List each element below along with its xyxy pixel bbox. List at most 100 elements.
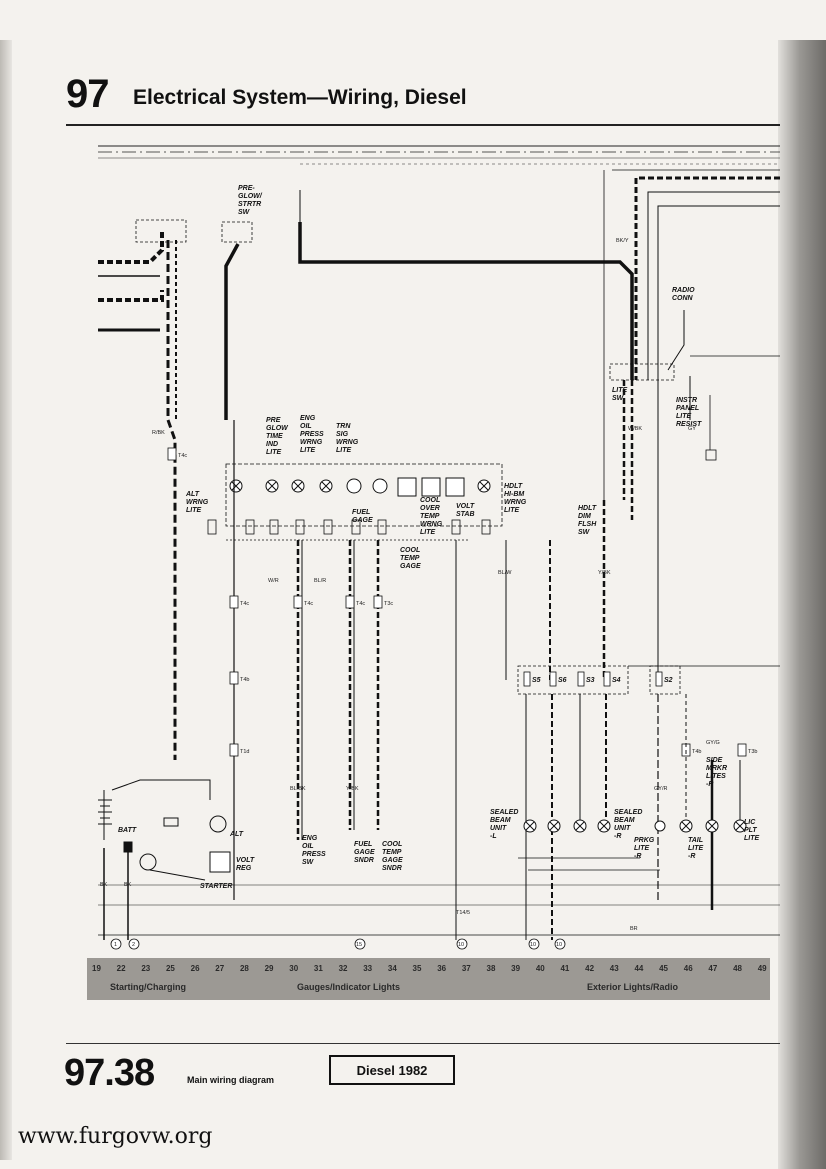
svg-text:SEALED: SEALED	[614, 809, 642, 816]
svg-text:COOL: COOL	[400, 547, 420, 554]
lite-sw-label: LITE SW	[612, 387, 627, 402]
svg-text:-R: -R	[614, 833, 621, 840]
svg-text:LITE: LITE	[420, 529, 435, 536]
svg-text:WRNG: WRNG	[420, 521, 443, 528]
svg-text:LITE: LITE	[336, 447, 351, 454]
track-number: 37	[461, 964, 471, 973]
track-number: 40	[535, 964, 545, 973]
svg-text:OIL: OIL	[300, 423, 312, 430]
track-number: 46	[683, 964, 693, 973]
svg-text:SEALED: SEALED	[490, 809, 518, 816]
track-band	[87, 958, 770, 1000]
cluster-lamps	[229, 477, 491, 497]
svg-text:COOL: COOL	[420, 497, 440, 504]
svg-text:LITE: LITE	[634, 845, 649, 852]
svg-text:DIM: DIM	[578, 513, 591, 520]
track-number: 44	[634, 964, 644, 973]
svg-text:CONN: CONN	[672, 295, 694, 302]
svg-text:2: 2	[132, 942, 135, 948]
svg-text:COOL: COOL	[382, 841, 402, 848]
svg-text:TIME: TIME	[266, 433, 283, 440]
track-number: 26	[190, 964, 200, 973]
svg-text:BL/W: BL/W	[498, 570, 512, 576]
track-number: 45	[659, 964, 668, 973]
svg-text:GAGE: GAGE	[382, 857, 403, 864]
svg-text:GY/G: GY/G	[706, 740, 720, 746]
svg-text:Y/BK: Y/BK	[346, 786, 359, 792]
section-starting: Starting/Charging	[110, 982, 186, 992]
svg-text:ENG: ENG	[300, 415, 316, 422]
svg-text:10: 10	[458, 942, 464, 948]
svg-text:-R: -R	[634, 853, 641, 860]
svg-text:T3b: T3b	[748, 749, 757, 755]
svg-text:PRESS: PRESS	[302, 851, 326, 858]
svg-text:BL/R: BL/R	[314, 578, 326, 584]
svg-text:S6: S6	[558, 677, 567, 684]
track-number: 34	[387, 964, 397, 973]
svg-text:R/BK: R/BK	[152, 430, 165, 436]
svg-text:LITE: LITE	[744, 835, 759, 842]
track-number: 36	[437, 964, 447, 973]
svg-text:PRKG: PRKG	[634, 837, 655, 844]
section-labels: Starting/Charging Gauges/Indicator Light…	[92, 982, 767, 994]
binding-shadow-right	[778, 40, 826, 1169]
svg-text:GY: GY	[688, 426, 696, 432]
svg-text:HI-BM: HI-BM	[504, 491, 524, 498]
cluster-resistors	[207, 519, 491, 535]
fuse-panel	[517, 665, 780, 695]
binding-shadow-left	[0, 40, 12, 1160]
svg-text:PRE: PRE	[266, 417, 281, 424]
lower-wires	[98, 694, 780, 940]
svg-text:BATT: BATT	[118, 827, 137, 834]
svg-text:GAGE: GAGE	[400, 563, 421, 570]
exterior-lamps	[523, 819, 747, 833]
header-rule	[66, 124, 780, 126]
svg-text:GLOW: GLOW	[266, 425, 289, 432]
track-number: 43	[609, 964, 619, 973]
ground-labels: 1 2 15 10 10 10	[114, 942, 562, 948]
svg-text:T3c: T3c	[384, 601, 393, 607]
svg-text:WRNG: WRNG	[300, 439, 323, 446]
svg-text:T4c: T4c	[356, 601, 365, 607]
track-number: 29	[264, 964, 274, 973]
svg-text:IND: IND	[266, 441, 278, 448]
svg-text:PRESS: PRESS	[300, 431, 324, 438]
svg-text:RESIST: RESIST	[676, 421, 702, 428]
svg-text:BK: BK	[124, 882, 132, 888]
svg-text:WRNG: WRNG	[336, 439, 359, 446]
track-number: 35	[412, 964, 422, 973]
wiring-diagram: PRE- GLOW/ STRTR SW RADIO CONN LITE SW	[98, 145, 780, 950]
svg-text:BK/Y: BK/Y	[616, 238, 629, 244]
track-number: 33	[363, 964, 373, 973]
svg-text:SNDR: SNDR	[382, 865, 402, 872]
svg-text:Y/BK: Y/BK	[598, 570, 611, 576]
charging-labels: BATT ALT VOLT REG STARTER ENGOILPRESSSW …	[118, 827, 403, 890]
footer-rule	[66, 1043, 780, 1044]
svg-text:GY/R: GY/R	[654, 786, 667, 792]
svg-text:ENG: ENG	[302, 835, 318, 842]
svg-text:FUEL: FUEL	[354, 841, 372, 848]
svg-text:WRNG: WRNG	[504, 499, 527, 506]
charging-components	[98, 779, 231, 940]
svg-text:S2: S2	[664, 677, 673, 684]
track-number: 22	[116, 964, 126, 973]
wire-code-labels: BK/Y R/BK W/BK Y/BK W/R BL/R BL/W BL/BK …	[100, 238, 720, 932]
track-number: 31	[313, 964, 323, 973]
track-number: 23	[141, 964, 151, 973]
svg-text:T4c: T4c	[178, 453, 187, 459]
svg-text:LITE: LITE	[688, 845, 703, 852]
svg-text:MRKR: MRKR	[706, 765, 727, 772]
page-title: Electrical System—Wiring, Diesel	[133, 86, 467, 109]
svg-text:SIG: SIG	[336, 431, 349, 438]
ground-points	[110, 938, 566, 950]
svg-text:REG: REG	[236, 865, 252, 872]
svg-text:GAGE: GAGE	[352, 517, 373, 524]
svg-text:SW: SW	[612, 395, 625, 402]
svg-text:-R: -R	[688, 853, 695, 860]
instr-panel-label: INSTR PANEL LITE RESIST	[676, 397, 702, 428]
svg-text:BEAM: BEAM	[490, 817, 511, 824]
svg-text:PLT: PLT	[744, 827, 757, 834]
svg-text:LITE: LITE	[504, 507, 519, 514]
svg-text:S5: S5	[532, 677, 541, 684]
